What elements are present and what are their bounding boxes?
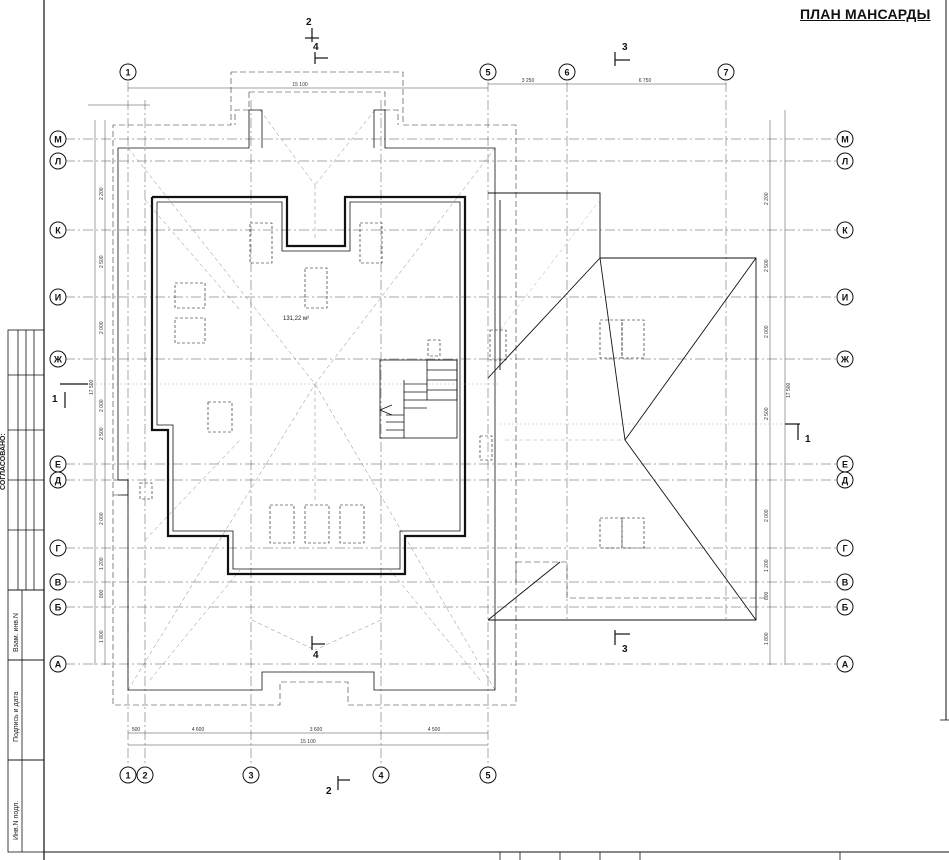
right-wing-roof (487, 192, 757, 621)
dim-top: 6 750 (639, 78, 652, 84)
right-wing-hips (499, 199, 625, 441)
dim-left: 1 200 (99, 557, 105, 570)
axis-labels-left: М Л К И Ж Е Д Г В Б А (53, 135, 63, 670)
axis-left-label: Г (55, 544, 60, 554)
axis-left-label: И (55, 293, 61, 303)
dim-left: 2 000 (99, 512, 105, 525)
axis-right-label: Д (842, 476, 849, 486)
axis-right-label: А (842, 660, 849, 670)
stamp-replace-inv-label: Взам. инв.N (13, 613, 20, 652)
axis-top-label: 7 (723, 68, 728, 78)
axis-left-label: К (55, 226, 61, 236)
axis-labels-bottom: 1 2 3 4 5 (125, 771, 490, 781)
axis-bottom-label: 2 (142, 771, 147, 781)
approval-stamp (7, 329, 45, 853)
stamp-agreed-label: СОГЛАСОВАНО: (0, 433, 7, 490)
section-thin-lines (88, 383, 785, 425)
section-mark-4-top: 4 (313, 42, 319, 53)
dim-right: 2 000 (764, 509, 770, 522)
axis-bottom-label: 4 (378, 771, 383, 781)
attic-wall (150, 195, 467, 576)
roof-hips (127, 109, 496, 691)
dim-bottom: 4 600 (192, 727, 205, 733)
dim-left: 2 500 (99, 427, 105, 440)
axis-top-label: 1 (125, 68, 130, 78)
dim-right: 2 500 (764, 259, 770, 272)
axis-left-label: Д (55, 476, 62, 486)
dim-right: 1 800 (764, 632, 770, 645)
dim-left: 2 500 (99, 255, 105, 268)
dim-right: 2 200 (764, 192, 770, 205)
axis-grid (65, 82, 840, 765)
page-title: ПЛАН МАНСАРДЫ (800, 6, 931, 22)
axis-labels-top: 1 5 6 7 (125, 68, 728, 78)
axis-right-label: Б (842, 603, 849, 613)
section-mark-4-bottom: 4 (313, 650, 319, 661)
section-mark-2-bottom: 2 (326, 786, 332, 797)
dim-bottom: 500 (132, 727, 141, 733)
dim-bottom-total: 15 100 (300, 739, 316, 745)
section-mark-3-top: 3 (622, 42, 628, 53)
axis-left-label: Б (55, 603, 62, 613)
axis-right-label: К (842, 226, 848, 236)
section-mark-1-left: 1 (52, 394, 58, 405)
axis-right-label: Л (842, 157, 848, 167)
axis-left-label: Л (55, 157, 61, 167)
axis-right-label: М (841, 135, 849, 145)
axis-left-label: А (55, 660, 62, 670)
dim-left: 2 200 (99, 187, 105, 200)
axis-left-label: Ж (53, 355, 63, 365)
axis-right-label: Е (842, 460, 848, 470)
dim-bottom: 3 600 (310, 727, 323, 733)
dimension-lines (88, 83, 786, 746)
axis-top-label: 5 (485, 68, 490, 78)
axis-bottom-label: 1 (125, 771, 130, 781)
roof-overhang (112, 71, 767, 706)
dim-right: 2 000 (764, 325, 770, 338)
stamp-inv-orig-label: Инв.N подл. (13, 801, 20, 840)
dim-left: 2 000 (99, 399, 105, 412)
dim-left: 2 000 (99, 321, 105, 334)
axis-bottom-label: 3 (248, 771, 253, 781)
stamp-sign-date-label: Подпись и дата (13, 692, 20, 742)
eave-outline (117, 109, 496, 691)
dim-top: 3 250 (522, 78, 535, 84)
section-cuts (60, 28, 800, 790)
axis-bubbles (49, 63, 854, 784)
axis-bottom-label: 5 (485, 771, 490, 781)
room-area-label: 131,22 м² (283, 316, 309, 322)
dim-left: 17 500 (89, 379, 95, 395)
dim-right: 800 (764, 591, 770, 600)
dim-right: 17 500 (786, 382, 792, 398)
axis-right-label: Ж (840, 355, 850, 365)
dim-left: 800 (99, 589, 105, 598)
axis-right-label: В (842, 578, 849, 588)
axis-left-label: М (54, 135, 62, 145)
axis-right-label: Г (842, 544, 847, 554)
dim-bottom: 4 500 (428, 727, 441, 733)
section-mark-3-bottom: 3 (622, 644, 628, 655)
skylights (139, 222, 645, 549)
axis-left-label: Е (55, 460, 61, 470)
staircase (379, 359, 458, 439)
section-mark-1-right: 1 (805, 434, 811, 445)
axis-left-label: В (55, 578, 62, 588)
dim-right: 2 500 (764, 407, 770, 420)
dim-top: 15 100 (292, 82, 308, 88)
section-mark-2-top: 2 (306, 17, 312, 28)
dim-left: 1 800 (99, 630, 105, 643)
axis-right-label: И (842, 293, 848, 303)
axis-top-label: 6 (564, 68, 569, 78)
axis-labels-right: М Л К И Ж Е Д Г В Б А (840, 135, 850, 670)
dim-right: 1 200 (764, 559, 770, 572)
drawing-frame (43, 0, 949, 860)
